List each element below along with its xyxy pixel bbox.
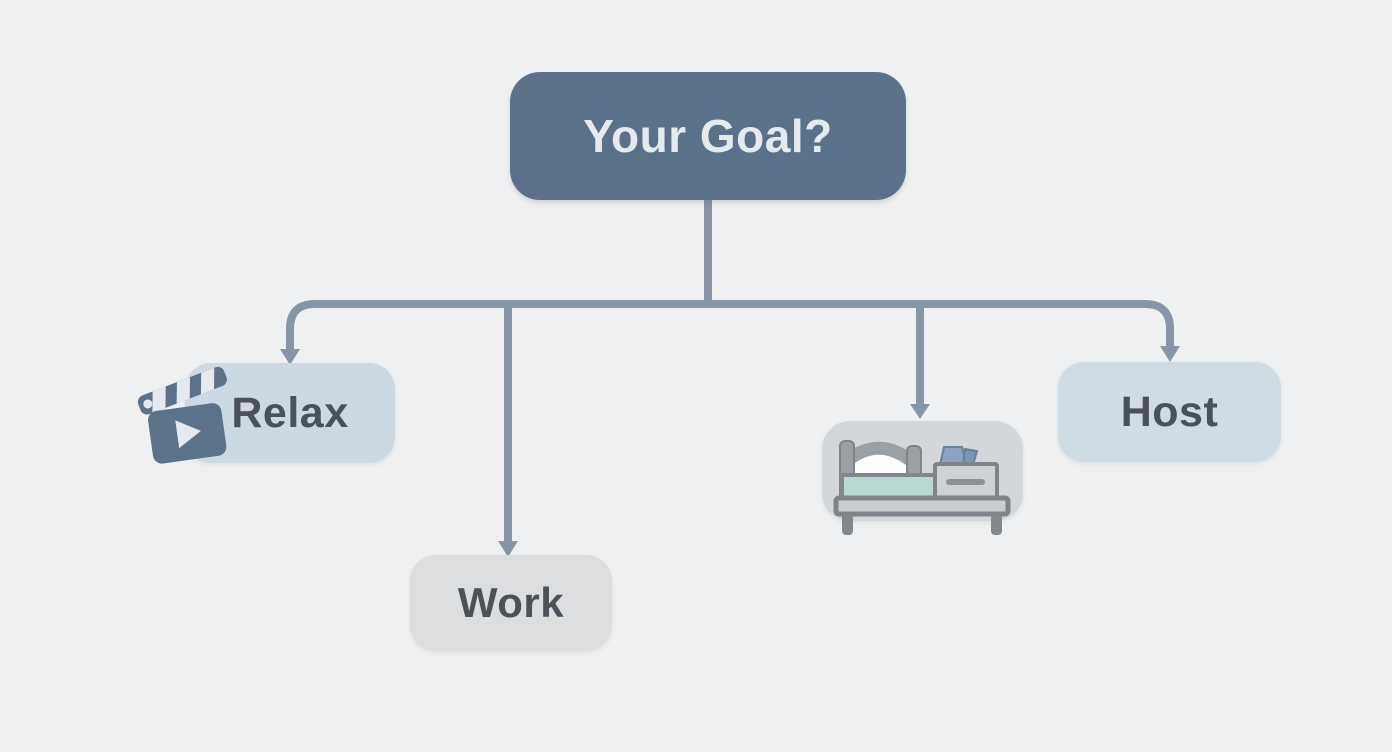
node-work: Work: [410, 555, 612, 651]
node-host: Host: [1058, 362, 1281, 462]
node-bed: [822, 421, 1023, 535]
connector-trunk: [286, 300, 1174, 352]
node-your-goal-label: Your Goal?: [583, 110, 833, 162]
arrowhead-bed: [910, 404, 930, 419]
bed-nightstand-icon: [833, 440, 1011, 535]
node-relax-label: Relax: [231, 388, 349, 437]
node-work-label: Work: [457, 579, 565, 626]
arrowhead-host: [1160, 346, 1180, 362]
node-relax: Relax: [185, 363, 395, 463]
node-host-label: Host: [1120, 387, 1219, 436]
node-your-goal: Your Goal?: [510, 72, 906, 200]
